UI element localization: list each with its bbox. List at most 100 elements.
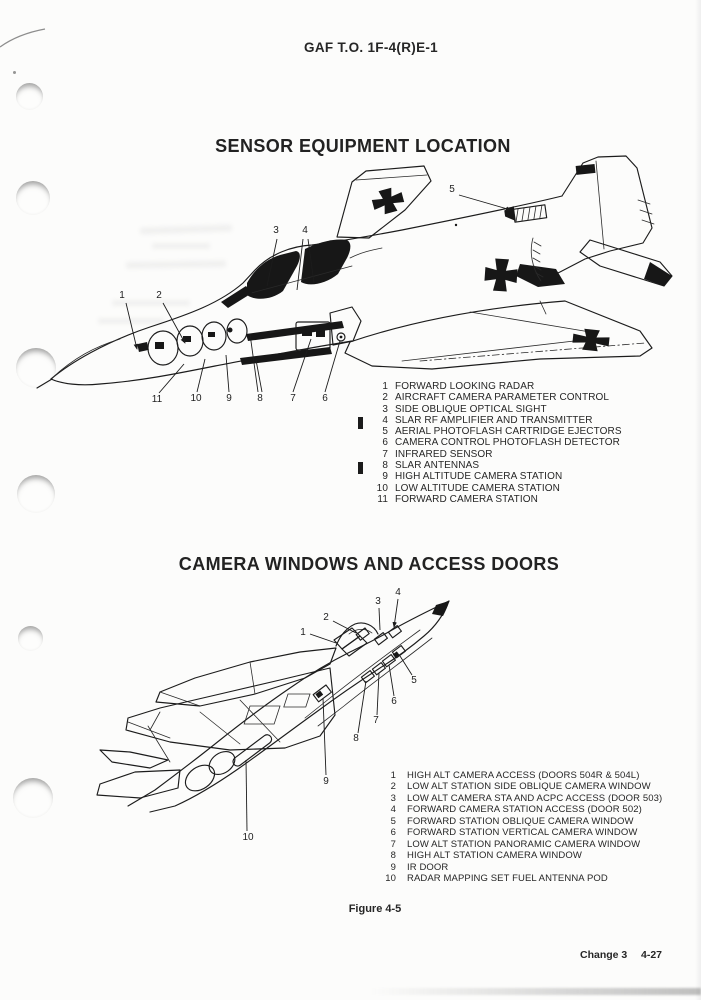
legend-label: LOW ALT STATION PANORAMIC CAMERA WINDOW <box>407 838 641 850</box>
legend-number: 8 <box>390 850 396 862</box>
callout-number: 10 <box>242 832 254 843</box>
callout-number: 4 <box>395 587 401 598</box>
camera-section-title: CAMERA WINDOWS AND ACCESS DOORS <box>178 554 560 574</box>
callout-number: 11 <box>151 394 163 405</box>
legend-number: 1 <box>390 770 396 781</box>
callout-number: 10 <box>190 393 202 404</box>
iron-cross-markings <box>371 187 610 352</box>
legend-label: SLAR ANTENNAS <box>395 460 480 472</box>
footer-change-number: Change 3 <box>580 949 628 961</box>
legend-row: 10 LOW ALTITUDE CAMERA STATION <box>372 483 622 494</box>
callout-number: 9 <box>226 393 232 404</box>
legend-row: 6 CAMERA CONTROL PHOTOFLASH DETECTOR <box>372 437 622 448</box>
legend-row: 10 RADAR MAPPING SET FUEL ANTENNA POD <box>380 873 662 884</box>
legend-label: HIGH ALT STATION CAMERA WINDOW <box>407 850 582 862</box>
legend-label: FORWARD LOOKING RADAR <box>395 381 535 392</box>
scan-bottom-edge <box>370 988 701 995</box>
callout-number: 7 <box>373 715 379 726</box>
legend-label: CAMERA CONTROL PHOTOFLASH DETECTOR <box>395 437 620 449</box>
legend-label: SLAR RF AMPLIFIER AND TRANSMITTER <box>395 414 593 426</box>
legend-number: 9 <box>382 471 388 483</box>
legend-row: 8 SLAR ANTENNAS <box>372 460 622 471</box>
legend-number: 2 <box>382 392 388 404</box>
page-header-title: GAF T.O. 1F-4(R)E-1 <box>304 40 438 55</box>
legend-label: HIGH ALTITUDE CAMERA STATION <box>395 471 563 483</box>
legend-number: 10 <box>385 873 396 885</box>
callout-number: 4 <box>302 225 308 236</box>
bleed-through <box>152 243 210 249</box>
legend-number: 9 <box>390 861 396 873</box>
callout-number: 9 <box>323 776 329 787</box>
bleed-through <box>98 318 164 324</box>
legend-label: FORWARD CAMERA STATION <box>395 493 538 505</box>
bleed-through <box>112 300 190 306</box>
legend-label: FORWARD CAMERA STATION ACCESS (DOOR 502) <box>407 804 642 816</box>
legend-label: RADAR MAPPING SET FUEL ANTENNA POD <box>407 873 608 885</box>
callout-number: 6 <box>322 393 328 404</box>
punch-hole <box>16 181 50 215</box>
callout-number: 7 <box>290 393 296 404</box>
legend-number: 2 <box>390 781 396 793</box>
callout-number: 5 <box>411 675 417 686</box>
punch-hole <box>13 778 53 818</box>
legend-row: 4 FORWARD CAMERA STATION ACCESS (DOOR 502… <box>380 804 662 815</box>
legend-label: IR DOOR <box>407 861 449 873</box>
callout-number: 6 <box>391 696 397 707</box>
legend-number: 7 <box>390 838 396 850</box>
legend-label: FORWARD STATION VERTICAL CAMERA WINDOW <box>407 827 638 839</box>
callout-number: 1 <box>300 627 306 638</box>
punch-hole <box>17 475 55 513</box>
footer-page-number: 4-27 <box>641 949 663 961</box>
punch-hole <box>16 83 43 110</box>
legend-label: LOW ALT STATION SIDE OBLIQUE CAMERA WIND… <box>407 781 651 793</box>
legend-number: 5 <box>382 426 388 438</box>
legend-row: 3 LOW ALT CAMERA STA AND ACPC ACCESS (DOO… <box>380 792 663 804</box>
legend-number: 1 <box>382 381 388 392</box>
legend-number: 4 <box>390 804 396 816</box>
legend-label: LOW ALT CAMERA STA AND ACPC ACCESS (DOOR… <box>407 792 663 804</box>
sensor-section-title: SENSOR EQUIPMENT LOCATION <box>215 136 511 156</box>
legend-label: SIDE OBLIQUE OPTICAL SIGHT <box>395 403 547 415</box>
callout-number: 3 <box>273 225 279 236</box>
callout-number: 2 <box>323 612 329 623</box>
aircraft-side-view-outline <box>37 156 672 388</box>
figure-caption: Figure 4-5 <box>348 903 402 915</box>
legend-number: 3 <box>390 792 396 804</box>
punch-hole <box>16 348 56 388</box>
change-bar <box>358 417 363 429</box>
callout-number: 5 <box>449 184 455 195</box>
camera-leader-lines <box>246 599 412 831</box>
legend-row: 1 FORWARD LOOKING RADAR <box>372 381 622 392</box>
callout-number: 3 <box>375 596 381 607</box>
callout-number: 2 <box>156 290 162 301</box>
legend-label: LOW ALTITUDE CAMERA STATION <box>395 482 560 494</box>
callout-number: 8 <box>353 733 359 744</box>
legend-row: 7 LOW ALT STATION PANORAMIC CAMERA WINDOW <box>380 839 662 850</box>
legend-number: 10 <box>376 482 388 494</box>
legend-number: 6 <box>390 827 396 839</box>
change-bar <box>358 462 363 474</box>
legend-row: 11 FORWARD CAMERA STATION <box>372 494 622 505</box>
legend-row: 8 HIGH ALT STATION CAMERA WINDOW <box>380 850 662 861</box>
callout-number: 1 <box>119 290 125 301</box>
sensor-diagram-aircraft <box>0 150 701 420</box>
legend-number: 5 <box>390 815 396 827</box>
legend-number: 11 <box>377 493 388 505</box>
legend-row: 9 HIGH ALTITUDE CAMERA STATION <box>372 471 622 482</box>
scan-speck <box>13 71 16 74</box>
sensor-leader-lines <box>126 195 512 393</box>
legend-number: 6 <box>382 437 388 449</box>
legend-number: 7 <box>382 448 388 460</box>
legend-number: 8 <box>382 460 388 472</box>
callout-number: 8 <box>257 393 263 404</box>
